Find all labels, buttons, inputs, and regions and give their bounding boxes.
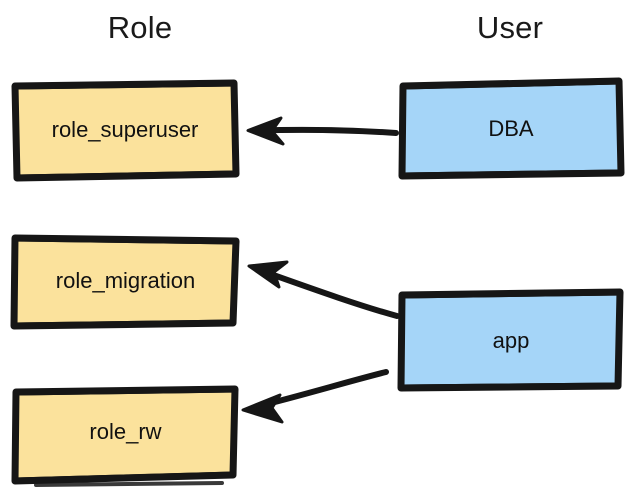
edge-app-to-role-rw [241,369,389,424]
column-header-user: User [476,10,544,45]
node-role-superuser[interactable]: role_superuser [11,79,240,182]
node-dba[interactable]: DBA [398,77,625,180]
node-app[interactable]: app [397,288,624,394]
column-header-role: Role [107,10,173,45]
node-role-migration[interactable]: role_migration [10,233,240,330]
edge-app-to-role-migration [247,260,400,319]
edge-dba-to-role-superuser [246,116,399,146]
node-role-rw[interactable]: role_rw [11,385,239,488]
